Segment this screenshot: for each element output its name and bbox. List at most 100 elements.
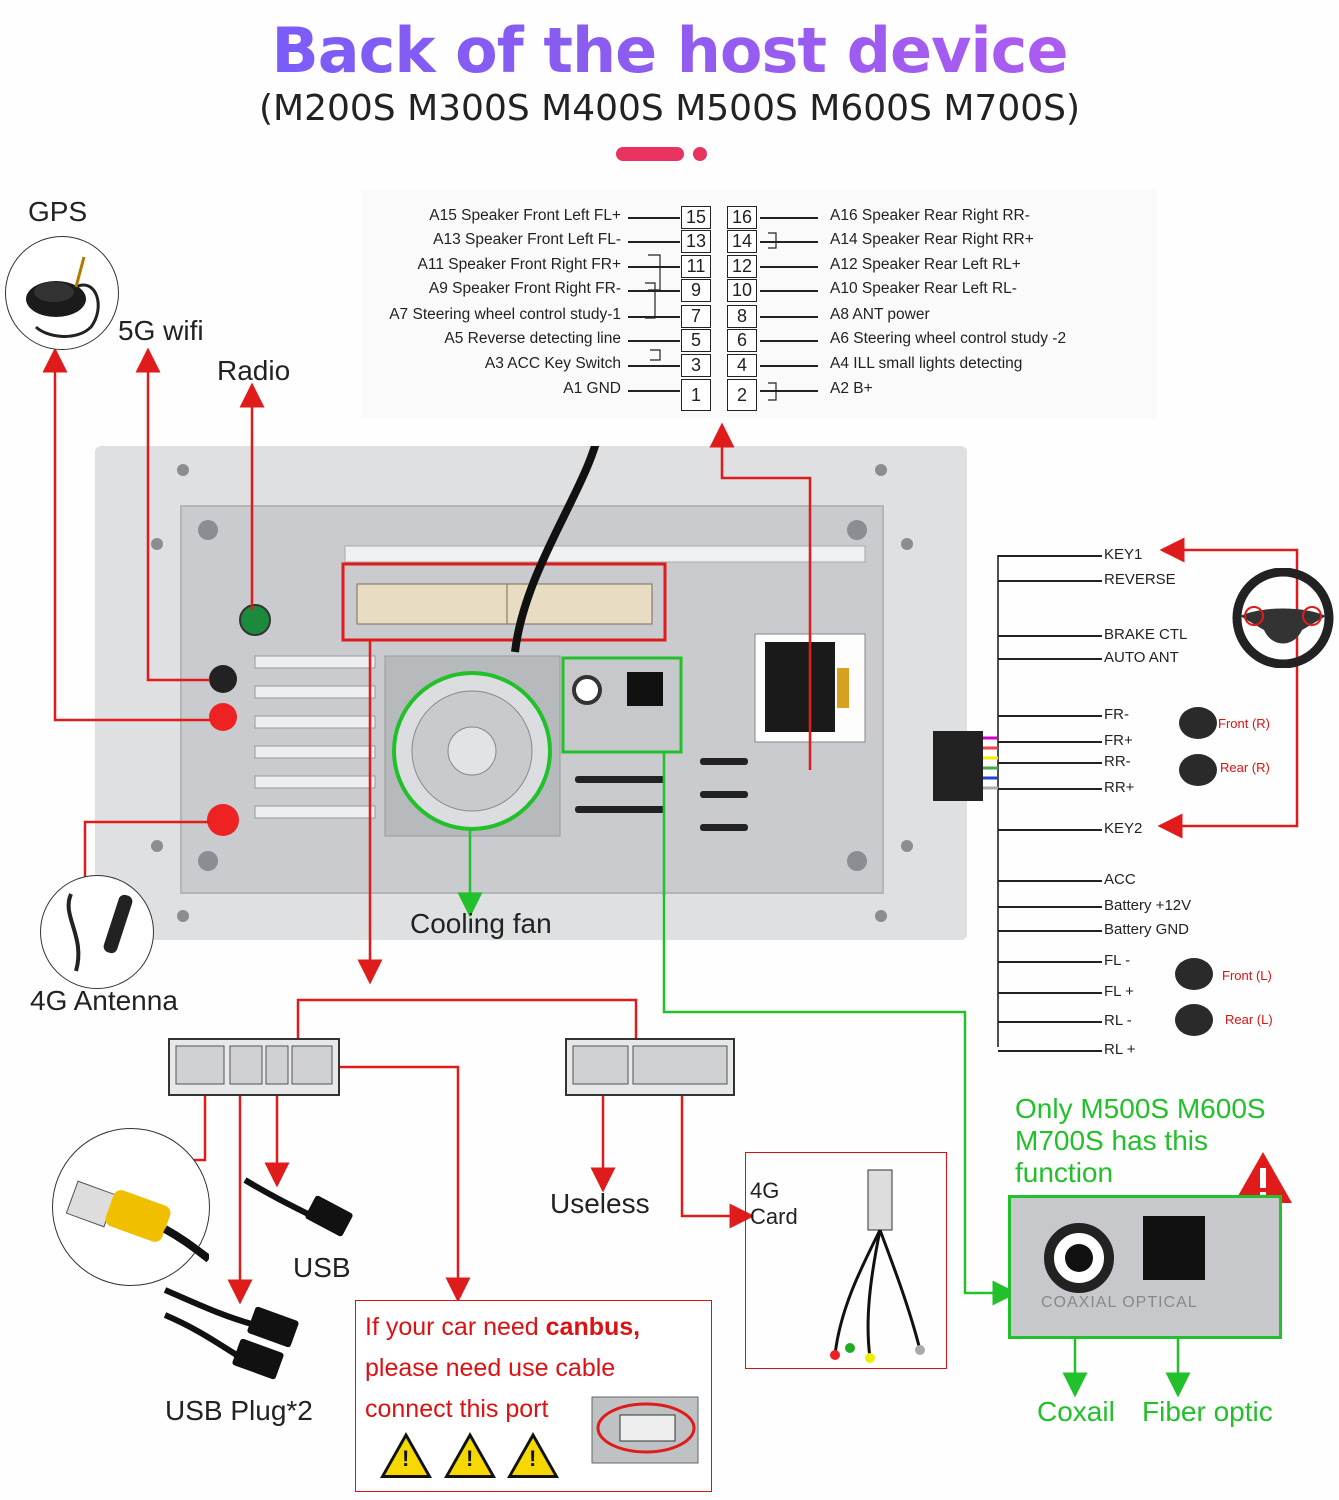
wifi-label: 5G wifi — [118, 315, 204, 346]
speaker-icon — [1179, 754, 1217, 786]
harness-wire-label: RR+ — [1104, 779, 1135, 796]
pin-lead — [628, 266, 680, 268]
harness-wire — [998, 580, 1102, 582]
cooling-fan-label: Cooling fan — [410, 908, 552, 939]
4g-card-label: 4G Card — [750, 1178, 798, 1229]
pin-label-right: A8 ANT power — [830, 306, 930, 323]
radio-label: Radio — [217, 355, 291, 386]
4g-card-panel — [745, 1152, 947, 1369]
harness-wire-label: FL + — [1104, 983, 1134, 1000]
4g-card-cable-icon — [830, 1169, 925, 1363]
steering-wheel-icon — [1232, 568, 1334, 668]
pin-number: 14 — [727, 230, 757, 253]
harness-wire-label: REVERSE — [1104, 571, 1176, 588]
model-notice-line-3: function — [1015, 1157, 1114, 1188]
4g-antenna-icon — [66, 893, 133, 972]
fiber-optic-label: Fiber optic — [1142, 1396, 1273, 1427]
pin-lead — [628, 340, 680, 342]
harness-plug — [933, 731, 998, 801]
panel-engraving: COAXIAL OPTICAL — [1041, 1294, 1198, 1311]
rca-plug-icon — [65, 1180, 212, 1263]
harness-wire-label: Battery +12V — [1104, 897, 1192, 914]
model-notice-line-1: Only M500S M600S — [1015, 1093, 1266, 1124]
harness-wire-label: Battery GND — [1104, 921, 1190, 938]
harness-wire-label: FL - — [1104, 952, 1131, 969]
canbus-port-photo — [591, 1396, 699, 1464]
pin-label-left: A3 ACC Key Switch — [484, 355, 621, 372]
pin-label-left: A7 Steering wheel control study-1 — [389, 306, 621, 323]
pin-number: 3 — [681, 354, 711, 377]
harness-wire-label: BRAKE CTL — [1104, 626, 1188, 643]
4g-antenna-image — [40, 875, 154, 989]
usb-label: USB — [293, 1252, 351, 1283]
pin-lead — [760, 266, 818, 268]
harness-wire — [998, 829, 1102, 831]
pin-lead — [760, 316, 818, 318]
speaker-icon — [1175, 958, 1213, 990]
harness-wire — [998, 880, 1102, 882]
pin-number: 8 — [727, 305, 757, 328]
pin-number: 1 — [681, 379, 711, 411]
pin-number: 12 — [727, 255, 757, 278]
pin-label-right: A4 ILL small lights detecting — [830, 355, 1023, 372]
pin-number: 7 — [681, 305, 711, 328]
pin-label-left: A5 Reverse detecting line — [444, 330, 621, 347]
canbus-keyword: canbus, — [545, 1313, 641, 1341]
harness-wire-label: KEY1 — [1104, 546, 1143, 563]
decorative-dot — [693, 147, 707, 161]
speaker-label: Rear (R) — [1220, 760, 1270, 775]
pin-lead — [760, 241, 818, 243]
canbus-line-1-text: If your car need — [365, 1313, 546, 1341]
harness-wire — [998, 906, 1102, 908]
pin-number: 15 — [681, 206, 711, 229]
useless-label: Useless — [550, 1188, 650, 1219]
pin-label-right: A12 Speaker Rear Left RL+ — [830, 256, 1021, 273]
pin-label-left: A13 Speaker Front Left FL- — [433, 231, 621, 248]
harness-wire-label: AUTO ANT — [1104, 649, 1179, 666]
pin-number: 10 — [727, 279, 757, 302]
harness-wire — [998, 930, 1102, 932]
coax-optical-ports — [1044, 1216, 1205, 1293]
pin-label-left: A9 Speaker Front Right FR- — [428, 280, 621, 297]
coaxial-label: Coxail — [1037, 1396, 1115, 1427]
harness-wire — [998, 555, 1102, 557]
pin-number: 5 — [681, 329, 711, 352]
pin-lead — [628, 390, 680, 392]
pin-number: 4 — [727, 354, 757, 377]
decorative-bar — [616, 147, 684, 161]
harness-wire-label: ACC — [1104, 871, 1136, 888]
pin-number: 9 — [681, 279, 711, 302]
canbus-line-3: connect this port — [365, 1395, 549, 1423]
pin-lead — [628, 217, 680, 219]
speaker-icon — [1179, 707, 1217, 739]
model-notice: Only M500S M600S M700S has this function — [1015, 1093, 1266, 1189]
canbus-line-1: If your car need canbus, — [365, 1313, 640, 1342]
harness-wire — [998, 715, 1102, 717]
pin-number: 6 — [727, 329, 757, 352]
canbus-line-2: please need use cable — [365, 1354, 616, 1382]
pinout-panel — [362, 190, 1157, 418]
usb-plug-label: USB Plug*2 — [165, 1395, 313, 1426]
canbus-connector-block — [565, 1038, 735, 1096]
model-notice-line-2: M700S has this — [1015, 1125, 1208, 1156]
harness-wire — [998, 992, 1102, 994]
harness-wire-label: FR- — [1104, 706, 1129, 723]
harness-wire — [998, 741, 1102, 743]
device-details — [151, 446, 913, 922]
usb-connector-block — [168, 1038, 340, 1096]
pin-label-right: A6 Steering wheel control study -2 — [830, 330, 1067, 347]
pin-label-left: A15 Speaker Front Left FL+ — [429, 207, 621, 224]
pin-lead — [760, 340, 818, 342]
gps-antenna-image — [5, 236, 119, 350]
pin-lead — [760, 290, 818, 292]
harness-wire — [998, 1050, 1102, 1052]
harness-wire — [998, 635, 1102, 637]
page-subtitle: (M200S M300S M400S M500S M600S M700S) — [258, 88, 1081, 129]
pin-lead — [628, 316, 680, 318]
pin-lead — [760, 217, 818, 219]
pin-label-right: A2 B+ — [830, 380, 873, 397]
harness-wire-label: RR- — [1104, 753, 1131, 770]
speaker-label: Front (L) — [1222, 968, 1272, 983]
